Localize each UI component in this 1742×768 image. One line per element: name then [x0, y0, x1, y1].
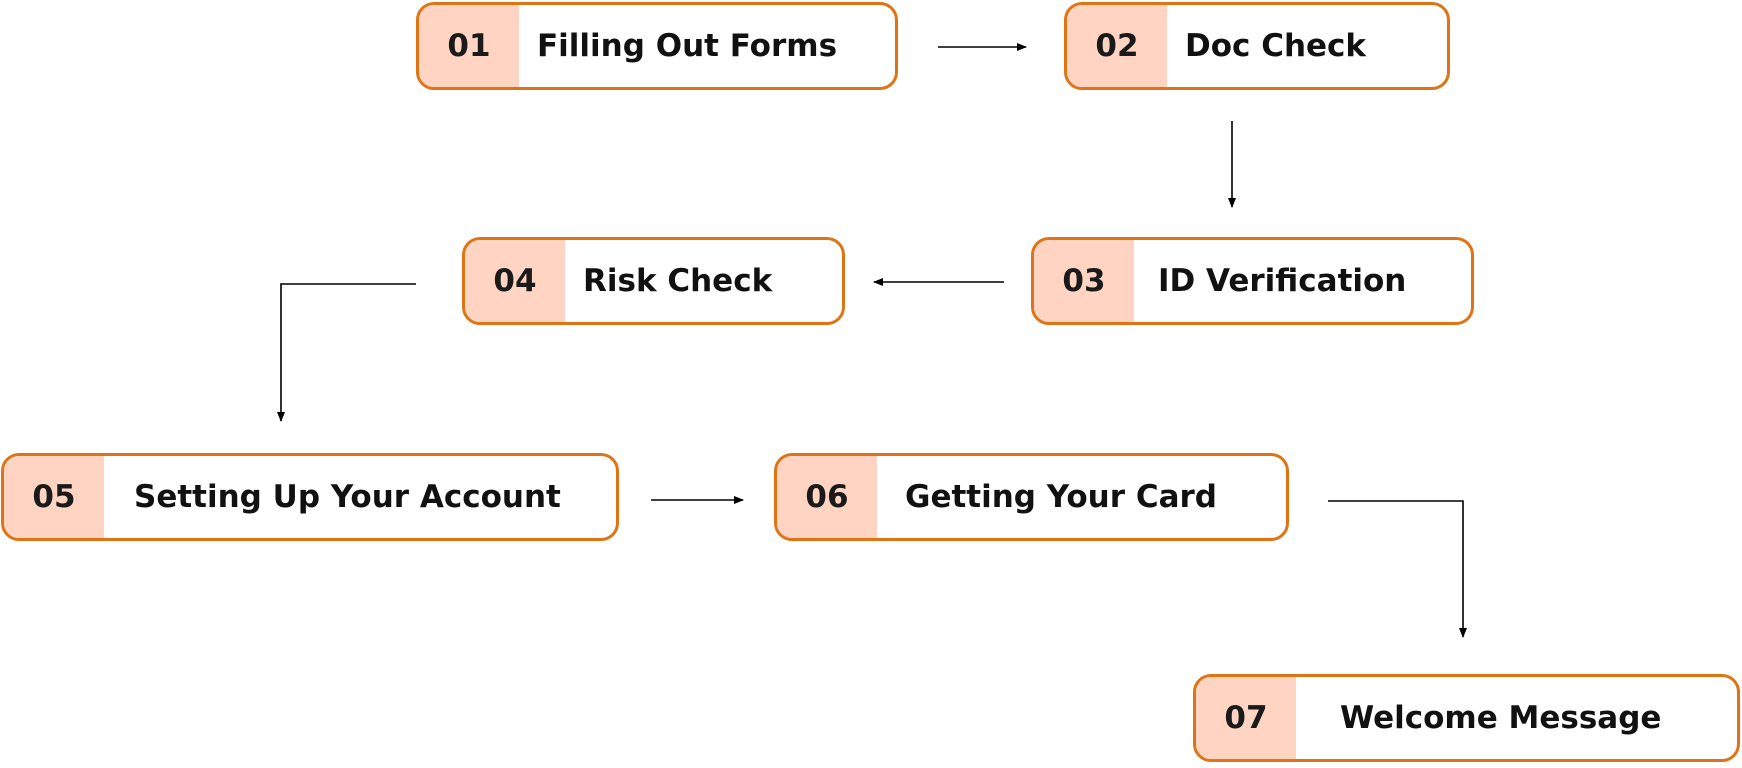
step-label: Risk Check: [583, 263, 773, 299]
step-label: ID Verification: [1158, 263, 1407, 299]
step-box-01: 01 Filling Out Forms: [416, 2, 898, 90]
step-number: 05: [4, 456, 104, 538]
step-box-04: 04 Risk Check: [462, 237, 845, 325]
step-label: Filling Out Forms: [537, 28, 838, 64]
step-number: 06: [777, 456, 877, 538]
step-label: Getting Your Card: [905, 479, 1217, 515]
step-label: Doc Check: [1185, 28, 1367, 64]
step-number: 03: [1034, 240, 1134, 322]
step-number: 07: [1196, 677, 1296, 759]
step-box-07: 07 Welcome Message: [1193, 674, 1740, 762]
step-box-02: 02 Doc Check: [1064, 2, 1450, 90]
step-box-06: 06 Getting Your Card: [774, 453, 1289, 541]
step-number: 02: [1067, 5, 1167, 87]
step-box-03: 03 ID Verification: [1031, 237, 1474, 325]
step-number: 01: [419, 5, 519, 87]
arrow-04-to-05: [277, 283, 416, 422]
step-label: Welcome Message: [1340, 700, 1662, 736]
step-label: Setting Up Your Account: [134, 479, 561, 515]
step-box-05: 05 Setting Up Your Account: [1, 453, 619, 541]
arrow-06-to-07: [1328, 500, 1467, 638]
step-number: 04: [465, 240, 565, 322]
